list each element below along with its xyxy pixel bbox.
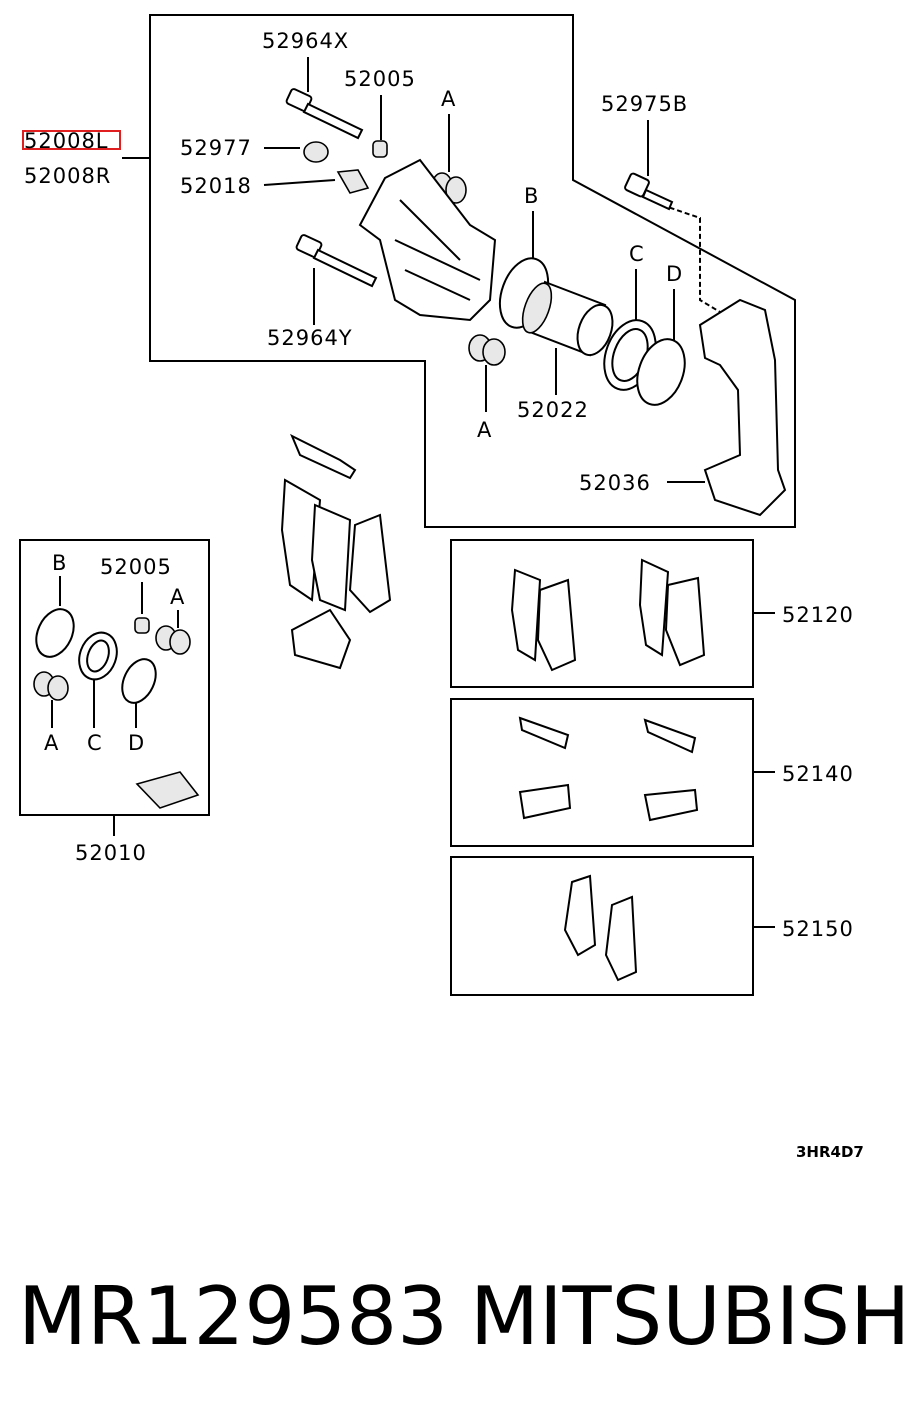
- highlight-52008l: [22, 130, 121, 150]
- padset-52120-box: [450, 539, 754, 688]
- label-52005-top[interactable]: 52005: [344, 67, 416, 91]
- cap-52977: [303, 141, 329, 163]
- bushing-52005: [372, 140, 388, 158]
- label-52977[interactable]: 52977: [180, 136, 252, 160]
- ring-d: [636, 338, 686, 406]
- kit-label-b: B: [52, 551, 67, 575]
- label-52036[interactable]: 52036: [579, 471, 651, 495]
- label-b-top: B: [524, 184, 539, 208]
- piston-52022: [521, 280, 614, 357]
- diagram-code: 3HR4D7: [796, 1143, 864, 1161]
- label-52975b[interactable]: 52975B: [601, 92, 688, 116]
- caliper-body-detail: [394, 199, 481, 301]
- boot-a-bottom: [468, 334, 506, 366]
- kit-boot-a-right: [155, 625, 191, 655]
- brand-name: MITSUBISHI: [470, 1270, 909, 1363]
- label-c-top: C: [629, 242, 645, 266]
- kit-label-a-left: A: [44, 731, 59, 755]
- label-52008r[interactable]: 52008R: [24, 164, 111, 188]
- label-52018[interactable]: 52018: [180, 174, 252, 198]
- caliper-body: [358, 158, 497, 322]
- kit-label-d: D: [128, 731, 145, 755]
- kit-piston-seal-c: [78, 631, 118, 681]
- bolt-52975b: [624, 172, 674, 211]
- caliper-group-outline: [149, 14, 796, 528]
- kit-boot-a-left: [33, 671, 69, 701]
- leader-lines-main: [122, 57, 721, 483]
- label-52010[interactable]: 52010: [75, 841, 147, 865]
- padset-52120-pads: [510, 558, 706, 672]
- clipset-52140-box: [450, 698, 754, 847]
- label-52008l[interactable]: 52008L: [24, 129, 109, 153]
- clipset-52140-clips: [518, 716, 699, 822]
- loose-pads-and-clips: [280, 433, 392, 670]
- kit-label-a-right: A: [170, 585, 185, 609]
- label-52964x[interactable]: 52964X: [262, 29, 349, 53]
- shimset-52150-box: [450, 856, 754, 996]
- kit-leader-lines: [51, 576, 179, 836]
- label-52140[interactable]: 52140: [782, 762, 854, 786]
- bracket-52036: [698, 298, 787, 517]
- part-number: MR129583: [18, 1270, 448, 1363]
- label-a-top: A: [441, 87, 456, 111]
- label-d-top: D: [666, 262, 683, 286]
- guide-pin-52964y: [295, 234, 378, 288]
- kit-dust-seal-b: [35, 608, 75, 658]
- kit-label-52005[interactable]: 52005: [100, 555, 172, 579]
- bleeder-52018: [336, 169, 370, 194]
- label-52022[interactable]: 52022: [517, 398, 589, 422]
- kit-bushing-52005: [134, 617, 150, 634]
- shimset-52150-shims: [563, 874, 638, 982]
- label-52150[interactable]: 52150: [782, 917, 854, 941]
- label-52120[interactable]: 52120: [782, 603, 854, 627]
- label-a-bottom: A: [477, 418, 492, 442]
- kit-grease-packet: [135, 771, 200, 809]
- kit-ring-d: [121, 658, 157, 704]
- label-52964y[interactable]: 52964Y: [267, 326, 353, 350]
- guide-pin-52964x: [285, 88, 364, 140]
- kit-label-c: C: [87, 731, 103, 755]
